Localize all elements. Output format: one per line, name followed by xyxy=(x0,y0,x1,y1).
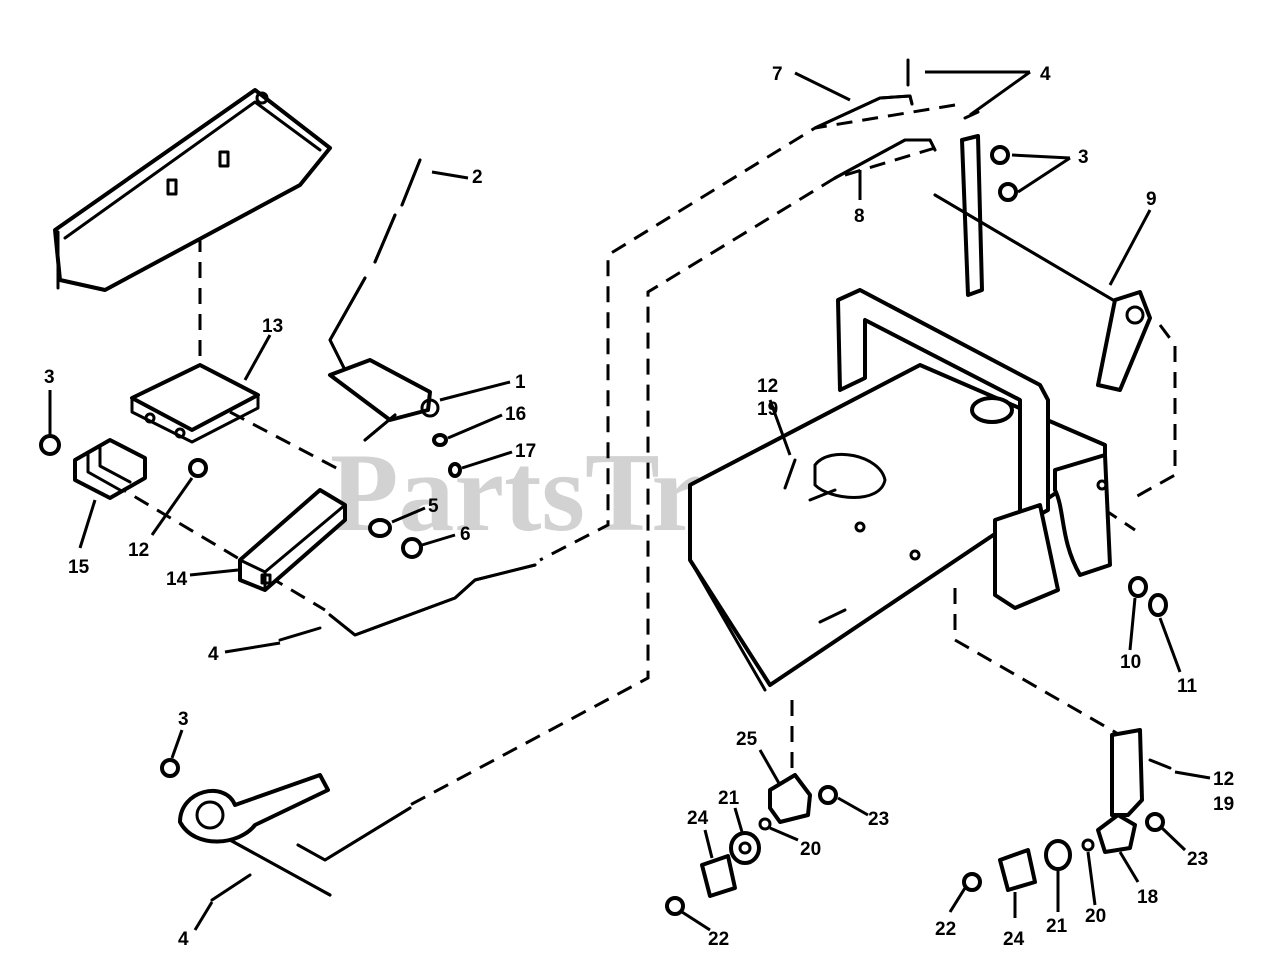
callout-3: 3 xyxy=(178,709,189,730)
control-rod xyxy=(328,563,537,637)
callout-18: 18 xyxy=(1137,887,1158,908)
part-15-bracket xyxy=(73,438,147,500)
part-12-bolt-mid xyxy=(783,458,797,490)
callout-23: 23 xyxy=(868,809,889,830)
callout-numbers: 4 7 3 8 9 2 13 3 1 16 17 12 19 5 6 15 12… xyxy=(44,64,1234,950)
callout-21: 21 xyxy=(718,788,740,809)
callout-12: 12 xyxy=(128,540,149,561)
callout-12: 12 xyxy=(1213,769,1234,790)
part-3-nut-top-a xyxy=(990,145,1010,165)
callout-24: 24 xyxy=(1003,929,1025,950)
part-17-spring xyxy=(448,462,462,478)
left-hardware-group xyxy=(665,773,838,916)
callout-15: 15 xyxy=(68,557,90,578)
callout-5: 5 xyxy=(428,496,439,517)
lower-linkage xyxy=(160,758,412,897)
callout-24: 24 xyxy=(687,808,709,829)
callout-23: 23 xyxy=(1187,849,1208,870)
part-12-nut-left xyxy=(188,458,208,478)
part-11-spring xyxy=(1148,593,1168,617)
callout-20: 20 xyxy=(1085,906,1106,927)
callout-1: 1 xyxy=(515,372,526,393)
callout-3: 3 xyxy=(44,367,55,388)
callout-4: 4 xyxy=(178,929,189,950)
part-16-nut xyxy=(432,433,448,447)
callout-17: 17 xyxy=(515,441,536,462)
leader-lines xyxy=(48,70,1211,932)
part-7-8-rods xyxy=(813,94,937,180)
callout-21: 21 xyxy=(1046,916,1068,937)
callout-19: 19 xyxy=(1213,794,1234,815)
lever-assembly xyxy=(328,158,440,442)
part-9-shaft xyxy=(933,134,1152,392)
part-10-washer xyxy=(1128,576,1148,598)
main-frame xyxy=(688,288,1112,692)
callout-13: 13 xyxy=(262,316,283,337)
part-3-washer-left xyxy=(39,434,61,456)
callout-19: 19 xyxy=(757,399,778,420)
part-3-nut-top-b xyxy=(998,182,1018,202)
part-6-nut xyxy=(401,537,423,559)
callout-6: 6 xyxy=(460,524,471,545)
callout-7: 7 xyxy=(772,64,783,85)
callout-22: 22 xyxy=(935,919,956,940)
callout-4: 4 xyxy=(1040,64,1051,85)
callout-10: 10 xyxy=(1120,652,1141,673)
callout-16: 16 xyxy=(505,404,526,425)
callout-8: 8 xyxy=(854,206,865,227)
callout-12: 12 xyxy=(757,376,778,397)
callout-25: 25 xyxy=(736,729,758,750)
part-5-bushing xyxy=(368,518,392,538)
right-hardware-group xyxy=(962,728,1172,892)
mount-plate xyxy=(53,88,332,292)
callout-9: 9 xyxy=(1146,189,1157,210)
part-14-block xyxy=(238,488,347,592)
part-13-plate xyxy=(130,363,260,444)
callout-2: 2 xyxy=(472,167,483,188)
callout-22: 22 xyxy=(708,929,729,950)
callout-4: 4 xyxy=(208,644,219,665)
callout-11: 11 xyxy=(1177,676,1198,697)
callout-14: 14 xyxy=(166,569,188,590)
callout-20: 20 xyxy=(800,839,821,860)
callout-3: 3 xyxy=(1078,147,1089,168)
